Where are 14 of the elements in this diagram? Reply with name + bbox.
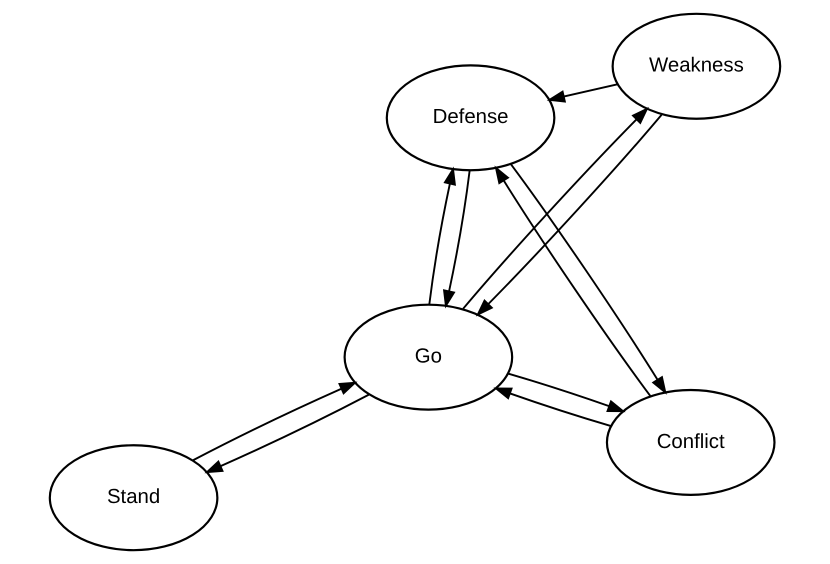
- node-ellipse: Defense: [386, 64, 556, 172]
- arrow: [476, 114, 662, 317]
- arrow: [546, 83, 618, 103]
- arrow: [462, 106, 649, 310]
- node-ellipse: Weakness: [612, 12, 782, 120]
- arrow: [442, 170, 471, 308]
- arrow: [508, 372, 626, 412]
- arrow: [493, 387, 611, 427]
- arrow: [428, 166, 456, 304]
- arrow: [192, 382, 358, 461]
- arrow: [494, 166, 651, 396]
- arrow: [204, 394, 370, 474]
- node-ellipse: Stand: [48, 444, 218, 552]
- arrow: [510, 164, 667, 395]
